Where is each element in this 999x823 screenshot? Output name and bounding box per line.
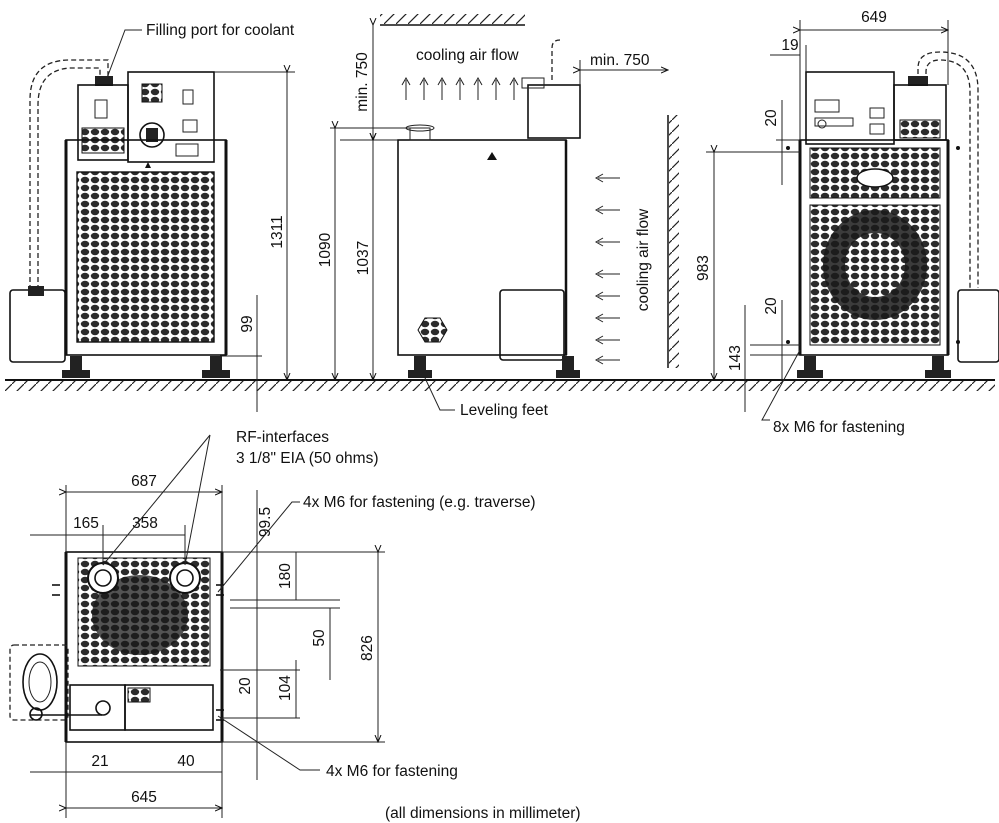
dim-143: 143 bbox=[727, 345, 744, 371]
side-view bbox=[330, 14, 679, 411]
dim-50: 50 bbox=[311, 629, 328, 647]
dim-826: 826 bbox=[359, 635, 376, 661]
dim-40: 40 bbox=[177, 753, 195, 770]
front-view bbox=[9, 29, 295, 412]
dim-20-top-view: 20 bbox=[237, 677, 254, 695]
cooling-arrows-up bbox=[401, 76, 519, 100]
cooling-air-side-label: cooling air flow bbox=[635, 208, 652, 311]
fasten-4x-label: 4x M6 for fastening bbox=[326, 763, 458, 780]
floor-line bbox=[5, 379, 995, 391]
cooling-arrows-left bbox=[594, 173, 620, 365]
vent-hex bbox=[417, 317, 448, 343]
dim-1311: 1311 bbox=[269, 215, 286, 248]
dim-180: 180 bbox=[277, 563, 294, 589]
cooling-air-top-label: cooling air flow bbox=[416, 47, 519, 64]
leveling-feet-label: Leveling feet bbox=[460, 402, 549, 419]
rf-interfaces-spec-label: 3 1/8" EIA (50 ohms) bbox=[236, 450, 379, 467]
dim-645: 645 bbox=[131, 789, 157, 806]
dim-104: 104 bbox=[277, 675, 294, 701]
dim-687: 687 bbox=[131, 473, 157, 490]
dim-99-5: 99.5 bbox=[257, 507, 274, 537]
dim-min-750-side: min. 750 bbox=[590, 52, 650, 69]
dim-20-bottom: 20 bbox=[763, 297, 780, 315]
units-note: (all dimensions in millimeter) bbox=[385, 805, 581, 822]
rf-interfaces-label: RF-interfaces bbox=[236, 429, 329, 446]
dim-21: 21 bbox=[91, 753, 108, 770]
dim-1090: 1090 bbox=[317, 232, 334, 267]
top-view bbox=[9, 434, 385, 818]
dim-983: 983 bbox=[695, 255, 712, 281]
fasten-8x-label: 8x M6 for fastening bbox=[773, 419, 905, 436]
dim-165: 165 bbox=[73, 515, 99, 532]
dim-99: 99 bbox=[239, 315, 256, 332]
dim-20-top: 20 bbox=[763, 109, 780, 127]
dim-358: 358 bbox=[132, 515, 158, 532]
fasten-4x-traverse-label: 4x M6 for fastening (e.g. traverse) bbox=[303, 494, 536, 511]
dim-min-750-top: min. 750 bbox=[354, 52, 371, 112]
rear-view bbox=[706, 20, 999, 421]
dim-1037: 1037 bbox=[355, 241, 372, 275]
dim-19: 19 bbox=[781, 37, 798, 54]
dim-649: 649 bbox=[861, 9, 887, 26]
filling-port-label: Filling port for coolant bbox=[146, 22, 295, 39]
